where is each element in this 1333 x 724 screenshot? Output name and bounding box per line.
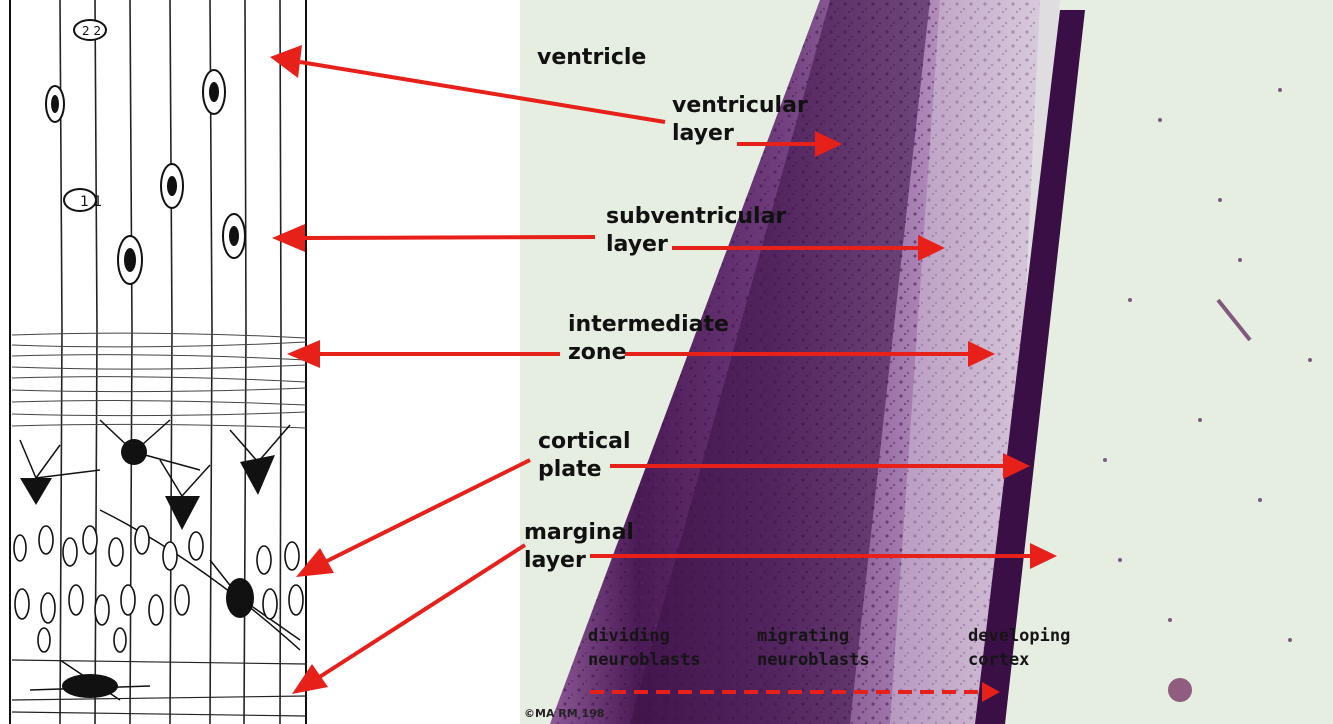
label-subventricular-layer: subventricular layer	[606, 203, 786, 259]
left-arrows	[270, 45, 665, 694]
label-intermediate-zone: intermediate zone	[568, 311, 729, 367]
label-ventricular-layer: ventricular layer	[672, 92, 808, 148]
label-ventricle: ventricle	[537, 44, 646, 72]
label-dividing-neuroblasts: dividing neuroblasts	[588, 624, 701, 672]
label-cortical-plate: cortical plate	[538, 428, 631, 484]
label-developing-cortex: developing cortex	[968, 624, 1070, 672]
label-marginal-layer: marginal layer	[524, 519, 634, 575]
copyright: ©MA RM 198	[524, 707, 605, 720]
label-migrating-neuroblasts: migrating neuroblasts	[757, 624, 870, 672]
